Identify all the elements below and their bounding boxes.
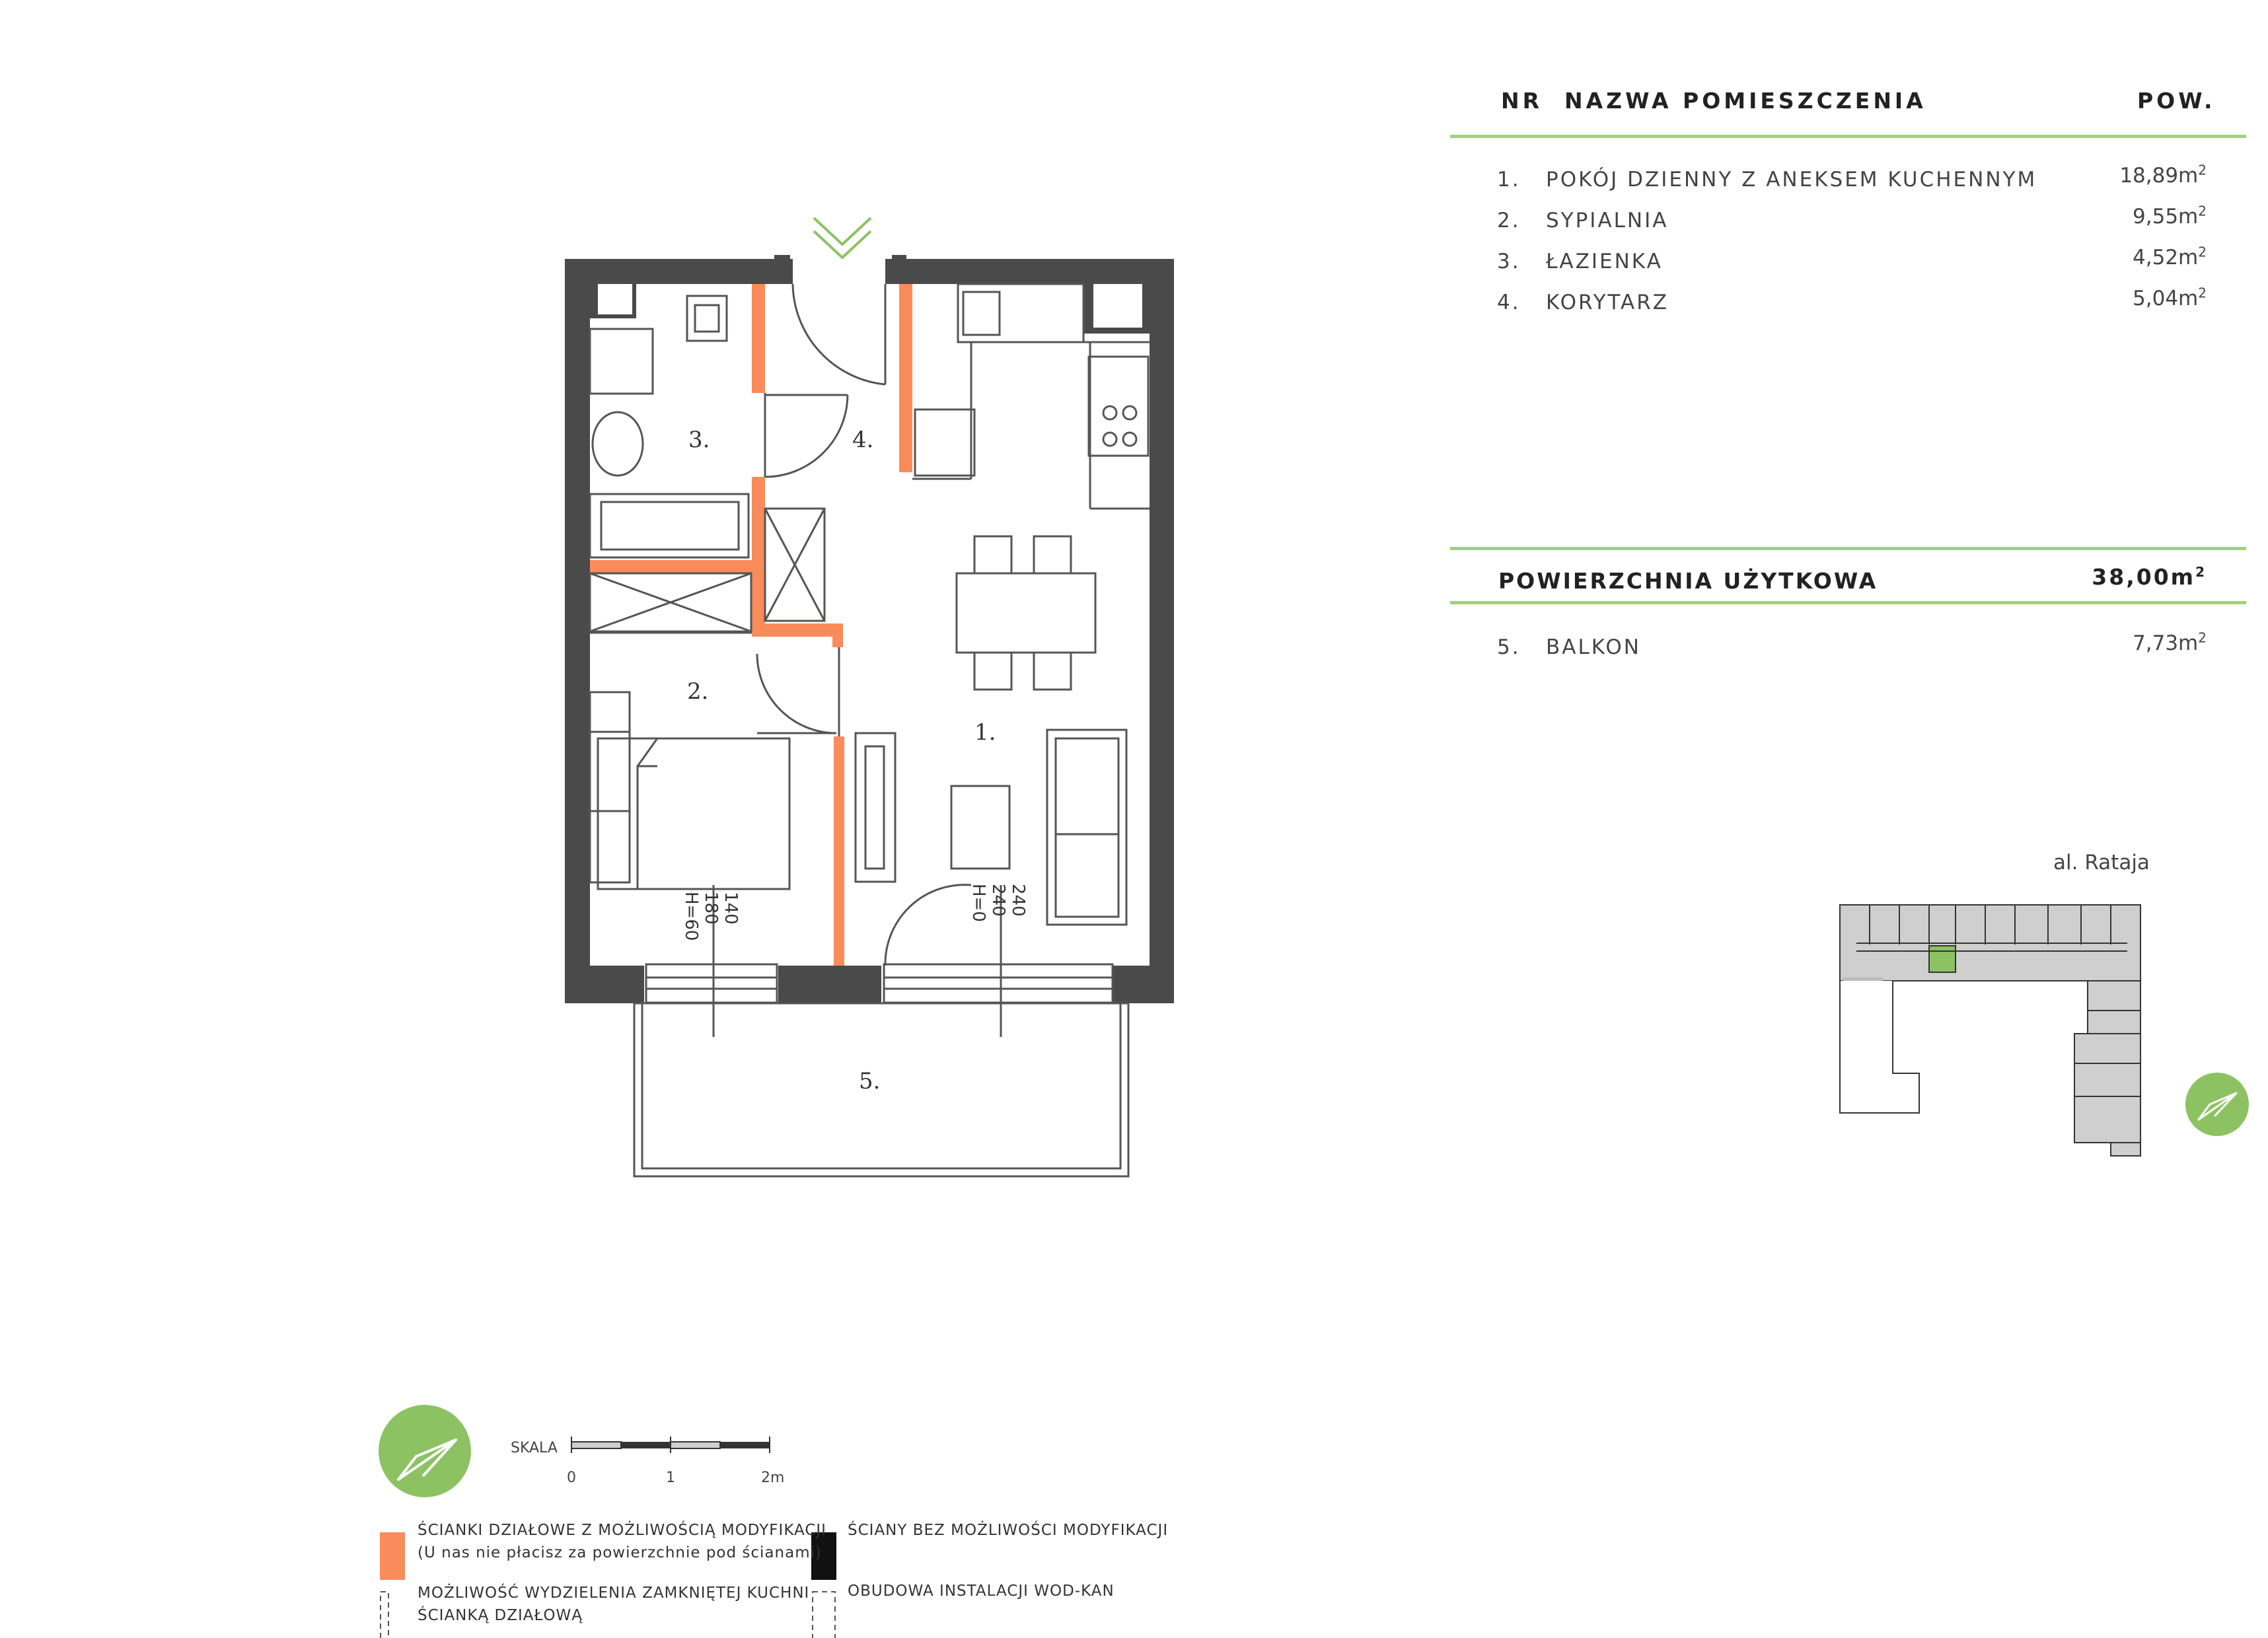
room-name: ŁAZIENKA	[1546, 250, 1663, 273]
legend-black-text: ŚCIANY BEZ MOŻLIWOŚCI MODYFIKACJI	[848, 1522, 1169, 1539]
room-name: KORYTARZ	[1546, 291, 1669, 314]
svg-text:H=60: H=60	[681, 892, 701, 941]
scale-label: SKALA	[511, 1440, 558, 1456]
north-arrow-icon	[379, 1405, 471, 1497]
room-nr: 4.	[1497, 291, 1521, 314]
street-label: al. Rataja	[2053, 851, 2150, 874]
legend-kitchen-text: MOŻLIWOŚĆ WYDZIELENIA ZAMKNIĘTEJ KUCHNI …	[418, 1585, 810, 1624]
legend-orange-text: ŚCIANKI DZIAŁOWE Z MOŻLIWOŚCIĄ MODYFIKAC…	[418, 1522, 826, 1561]
fixed-walls	[565, 255, 1174, 1003]
building-locator-map	[1839, 904, 2141, 1157]
legend-black-swatch	[811, 1532, 836, 1580]
room-area: 18,89m2	[2119, 162, 2207, 188]
legend-dashed-wodkan-swatch	[812, 1591, 836, 1638]
entrance-chevron-icon	[813, 217, 872, 260]
legend-orange-swatch	[380, 1532, 405, 1580]
svg-text:240: 240	[988, 884, 1008, 917]
usable-area-value: 38,00m2	[2092, 564, 2207, 590]
legend-dashed-kitchen-swatch	[380, 1591, 389, 1638]
modifiable-walls	[590, 284, 912, 966]
balcony-name: BALKON	[1546, 635, 1641, 659]
compass-icon	[2185, 1073, 2249, 1136]
scale-bar	[571, 1437, 770, 1453]
svg-text:180: 180	[701, 892, 721, 925]
header-divider	[1450, 135, 2246, 138]
room-area: 5,04m2	[2133, 285, 2207, 310]
svg-text:H=0: H=0	[969, 884, 988, 922]
svg-text:140: 140	[721, 892, 741, 925]
usable-divider-bottom	[1450, 601, 2246, 604]
room-name: SYPIALNIA	[1546, 209, 1669, 232]
table-header-name: NAZWA POMIESZCZENIA	[1564, 88, 1926, 114]
balcony	[633, 1002, 1130, 1178]
room-nr: 2.	[1497, 209, 1521, 232]
svg-text:240: 240	[1008, 884, 1028, 917]
usable-area-label: POWIERZCHNIA UŻYTKOWA	[1498, 568, 1878, 594]
room-label-5: 5.	[859, 1068, 880, 1094]
room-label-3: 3.	[688, 427, 710, 453]
windows	[645, 885, 1114, 1037]
scale-tick-2: 2m	[761, 1470, 785, 1486]
room-area: 4,52m2	[2133, 244, 2207, 269]
scale-tick-1: 1	[666, 1470, 675, 1486]
balcony-area: 7,73m2	[2133, 629, 2207, 655]
window-mark-2: 240 240 H=0	[969, 884, 1028, 922]
table-header-area: POW.	[2137, 88, 2216, 114]
usable-divider-top	[1450, 547, 2246, 550]
room-nr: 3.	[1497, 250, 1521, 273]
room-name: POKÓJ DZIENNY Z ANEKSEM KUCHENNYM	[1546, 168, 2037, 192]
room-label-4: 4.	[852, 427, 873, 453]
room-area: 9,55m2	[2133, 203, 2207, 229]
table-header-nr: NR	[1501, 88, 1543, 114]
scale-tick-0: 0	[567, 1470, 576, 1486]
window-mark-1: 140 180 H=60	[681, 892, 741, 941]
room-label-1: 1.	[974, 719, 996, 746]
balcony-nr: 5.	[1497, 635, 1521, 659]
room-nr: 1.	[1497, 168, 1521, 192]
room-label-2: 2.	[687, 678, 708, 705]
legend-wodkan-text: OBUDOWA INSTALACJI WOD-KAN	[848, 1583, 1115, 1600]
